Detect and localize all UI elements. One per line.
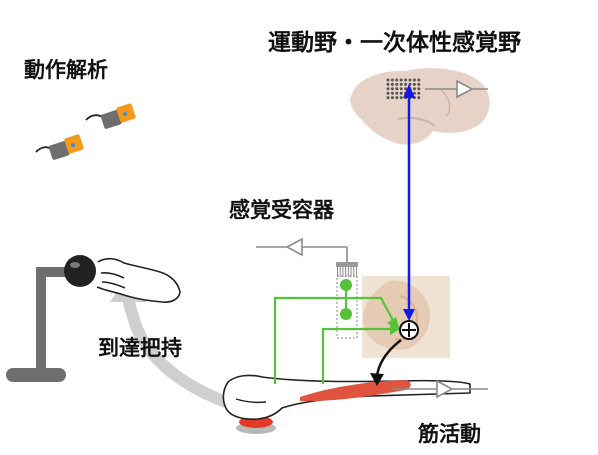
sensory-receptor-label: 感覚受容器 (229, 198, 334, 222)
feedback-path-outer (273, 296, 396, 384)
receptor-output-arrowhead (285, 237, 303, 257)
motor-output-curve (375, 339, 402, 377)
receptor-comb-bar (336, 262, 358, 267)
electrode-contact (390, 96, 394, 100)
muscle-output-arrowhead (436, 379, 454, 399)
reaching-hand-outline (96, 257, 181, 303)
cortical-output-arrowhead (456, 79, 474, 99)
manipulandum-base (6, 368, 66, 382)
electrode-contact (412, 91, 416, 95)
cortical-pathway-arrowhead-up (403, 84, 415, 98)
electrode-contact (386, 82, 390, 86)
muscle-activity-label: 筋活動 (418, 422, 481, 446)
manipulandum-knob (64, 255, 96, 287)
electrode-contact (395, 78, 399, 82)
motion-analysis-label: 動作解析 (24, 58, 108, 82)
electrode-contact (404, 82, 408, 86)
spinal-cord-illustration (362, 276, 450, 358)
electrode-contact (408, 78, 412, 82)
electrode-contact (390, 82, 394, 86)
reach-grasp-label: 到達把持 (98, 336, 182, 360)
motion-sensor-upper-body (100, 110, 122, 129)
motor-output-arrow (370, 339, 402, 386)
motion-sensor-lower-led (71, 143, 75, 147)
electrode-contact (399, 91, 403, 95)
electrode-contact (404, 78, 408, 82)
electrode-contact (395, 91, 399, 95)
reaching-hand (96, 257, 181, 303)
electrode-contact (417, 82, 421, 86)
electrode-contact (395, 96, 399, 100)
electrode-contact (417, 96, 421, 100)
imu-sensor-icon (35, 103, 136, 160)
feedback-path-inner (321, 327, 392, 384)
electrode-contact (417, 78, 421, 82)
feedback-arrowheads (387, 317, 400, 335)
manipulandum-arm (36, 267, 80, 277)
electrode-contact (404, 87, 408, 91)
motion-sensor-lower (35, 134, 84, 160)
brain-shape (350, 68, 490, 145)
forearm-muscle (300, 380, 411, 402)
motion-sensor-lower-body (48, 141, 70, 160)
electrode-contact (395, 82, 399, 86)
electrode-contact (412, 78, 416, 82)
cortex-label: 運動野・一次体性感覚野 (268, 30, 521, 56)
electrode-contact (390, 91, 394, 95)
manipulandum-post (36, 271, 46, 371)
electrode-contact (417, 87, 421, 91)
electrode-contact (399, 78, 403, 82)
electrode-contact (399, 87, 403, 91)
electrode-contact (395, 87, 399, 91)
electrode-contact (390, 78, 394, 82)
manipulandum-knob-highlight (70, 262, 80, 268)
receptor-probe-housing (336, 275, 358, 339)
brain-sulcus (397, 116, 436, 127)
sensory-feedback-pathways (273, 296, 396, 384)
motion-sensor-upper-led (123, 112, 127, 116)
motion-sensor-upper (85, 103, 136, 129)
manipulandum (6, 255, 96, 382)
electrode-contact (390, 87, 394, 91)
forearm-finger-line (235, 398, 267, 404)
sensory-receptor-recording (256, 237, 358, 339)
feedback-arrowhead-inner (390, 323, 400, 335)
circle-plus-icon (399, 320, 419, 340)
electrode-contact (399, 82, 403, 86)
receptor-electrode-comb (336, 262, 358, 277)
electrode-contact (412, 82, 416, 86)
electrode-contact (386, 78, 390, 82)
forearm (222, 374, 488, 420)
cortical-pathway-arrowhead-down (403, 309, 415, 321)
electrode-contact (386, 87, 390, 91)
brain-illustration (350, 68, 490, 145)
electrode-contact (386, 96, 390, 100)
electrode-contact (417, 91, 421, 95)
brain-sulcus-2 (440, 89, 451, 117)
motor-output-arrowhead (370, 373, 384, 386)
electrode-contact (412, 87, 416, 91)
electrode-contact (386, 91, 390, 95)
electrode-contact (399, 96, 403, 100)
cortical-pathway (403, 84, 415, 321)
receptor-neuron-2 (340, 308, 352, 320)
receptor-neuron-1 (340, 279, 352, 291)
